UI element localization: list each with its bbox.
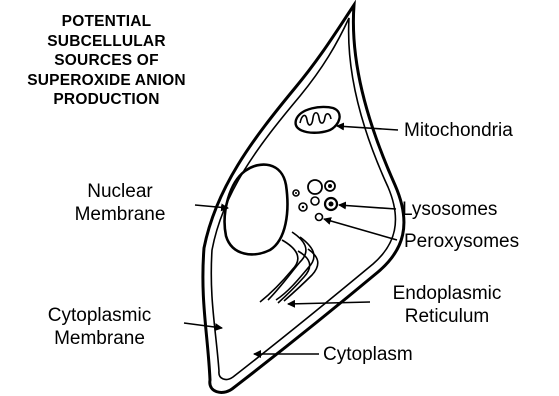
label-line: Reticulum	[372, 305, 522, 328]
label-line: Nuclear	[50, 180, 190, 203]
cytoplasmic-membrane-outer	[203, 5, 404, 392]
label-cytoplasmic-membrane: Cytoplasmic Membrane	[12, 304, 187, 350]
peroxysome	[316, 214, 323, 221]
label-lysosomes: Lysosomes	[402, 198, 497, 221]
lysosomes	[293, 180, 337, 211]
arrow-nuclear-membrane	[195, 205, 228, 208]
arrow-cytoplasmic-membrane	[184, 323, 222, 328]
arrow-mitochondria	[337, 126, 398, 130]
label-peroxysomes: Peroxysomes	[404, 230, 519, 253]
label-cytoplasm: Cytoplasm	[323, 343, 413, 366]
label-mitochondria: Mitochondria	[404, 119, 513, 142]
endoplasmic-reticulum	[260, 232, 318, 303]
nucleus	[225, 165, 288, 255]
label-line: Cytoplasmic	[12, 304, 187, 327]
label-endoplasmic-reticulum: Endoplasmic Reticulum	[372, 282, 522, 328]
arrow-lysosomes	[339, 205, 396, 209]
label-nuclear-membrane: Nuclear Membrane	[50, 180, 190, 226]
mitochondrion	[296, 107, 340, 133]
cytoplasmic-membrane-inner	[211, 18, 395, 379]
label-line: Endoplasmic	[372, 282, 522, 305]
arrow-peroxysomes	[324, 219, 397, 240]
label-line: Membrane	[12, 327, 187, 350]
arrow-endoplasmic-reticulum	[288, 302, 370, 304]
label-line: Membrane	[50, 203, 190, 226]
